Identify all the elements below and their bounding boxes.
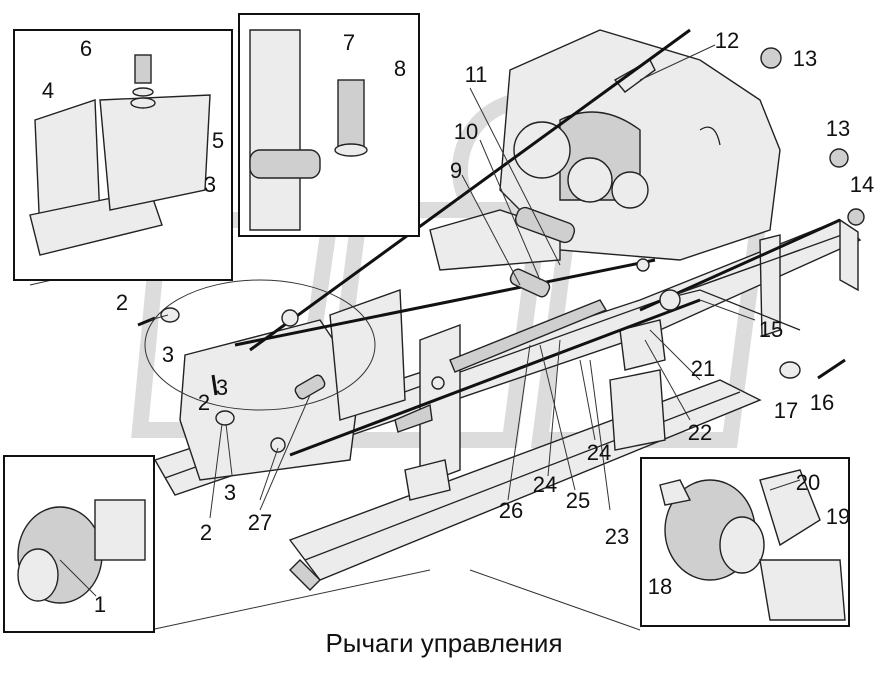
callout-2: 2 [198, 390, 210, 415]
callout-5: 5 [212, 128, 224, 153]
callout-3: 3 [224, 480, 236, 505]
callout-15: 15 [759, 317, 783, 342]
callout-27: 27 [248, 510, 272, 535]
callout-2: 2 [200, 520, 212, 545]
callout-14: 14 [850, 172, 874, 197]
callout-23: 23 [605, 524, 629, 549]
callout-10: 10 [454, 119, 478, 144]
inset-bottom-left [3, 455, 155, 633]
callout-26: 26 [499, 498, 523, 523]
inset-top-center [238, 13, 420, 237]
callout-4: 4 [42, 78, 54, 103]
callout-18: 18 [648, 574, 672, 599]
callout-3: 3 [216, 375, 228, 400]
callout-6: 6 [80, 36, 92, 61]
callout-8: 8 [394, 56, 406, 81]
callouts: 1 2 2 2 3 3 3 3 4 5 6 7 8 9 10 11 12 13 … [42, 28, 874, 617]
callout-22: 22 [688, 420, 712, 445]
small-parts [137, 47, 865, 453]
inset-bottom-right [640, 457, 850, 627]
leaders [59, 44, 801, 597]
callout-13: 13 [826, 116, 850, 141]
callout-13: 13 [793, 46, 817, 71]
callout-7: 7 [343, 30, 355, 55]
callout-24: 24 [533, 472, 557, 497]
callout-2: 2 [116, 290, 128, 315]
levers [281, 206, 681, 433]
callout-25: 25 [566, 488, 590, 513]
callout-3: 3 [204, 172, 216, 197]
callout-9: 9 [450, 158, 462, 183]
inset-top-left [13, 29, 233, 281]
callout-16: 16 [810, 390, 834, 415]
callout-1: 1 [94, 592, 106, 617]
callout-21: 21 [691, 356, 715, 381]
figure-caption: Рычаги управления [325, 628, 563, 658]
callout-24: 24 [587, 440, 611, 465]
callout-12: 12 [715, 28, 739, 53]
callout-11: 11 [465, 62, 488, 87]
callout-3: 3 [162, 342, 174, 367]
callout-19: 19 [826, 504, 850, 529]
callout-20: 20 [796, 470, 820, 495]
gearbox-housing [499, 29, 781, 261]
callout-17: 17 [774, 398, 798, 423]
